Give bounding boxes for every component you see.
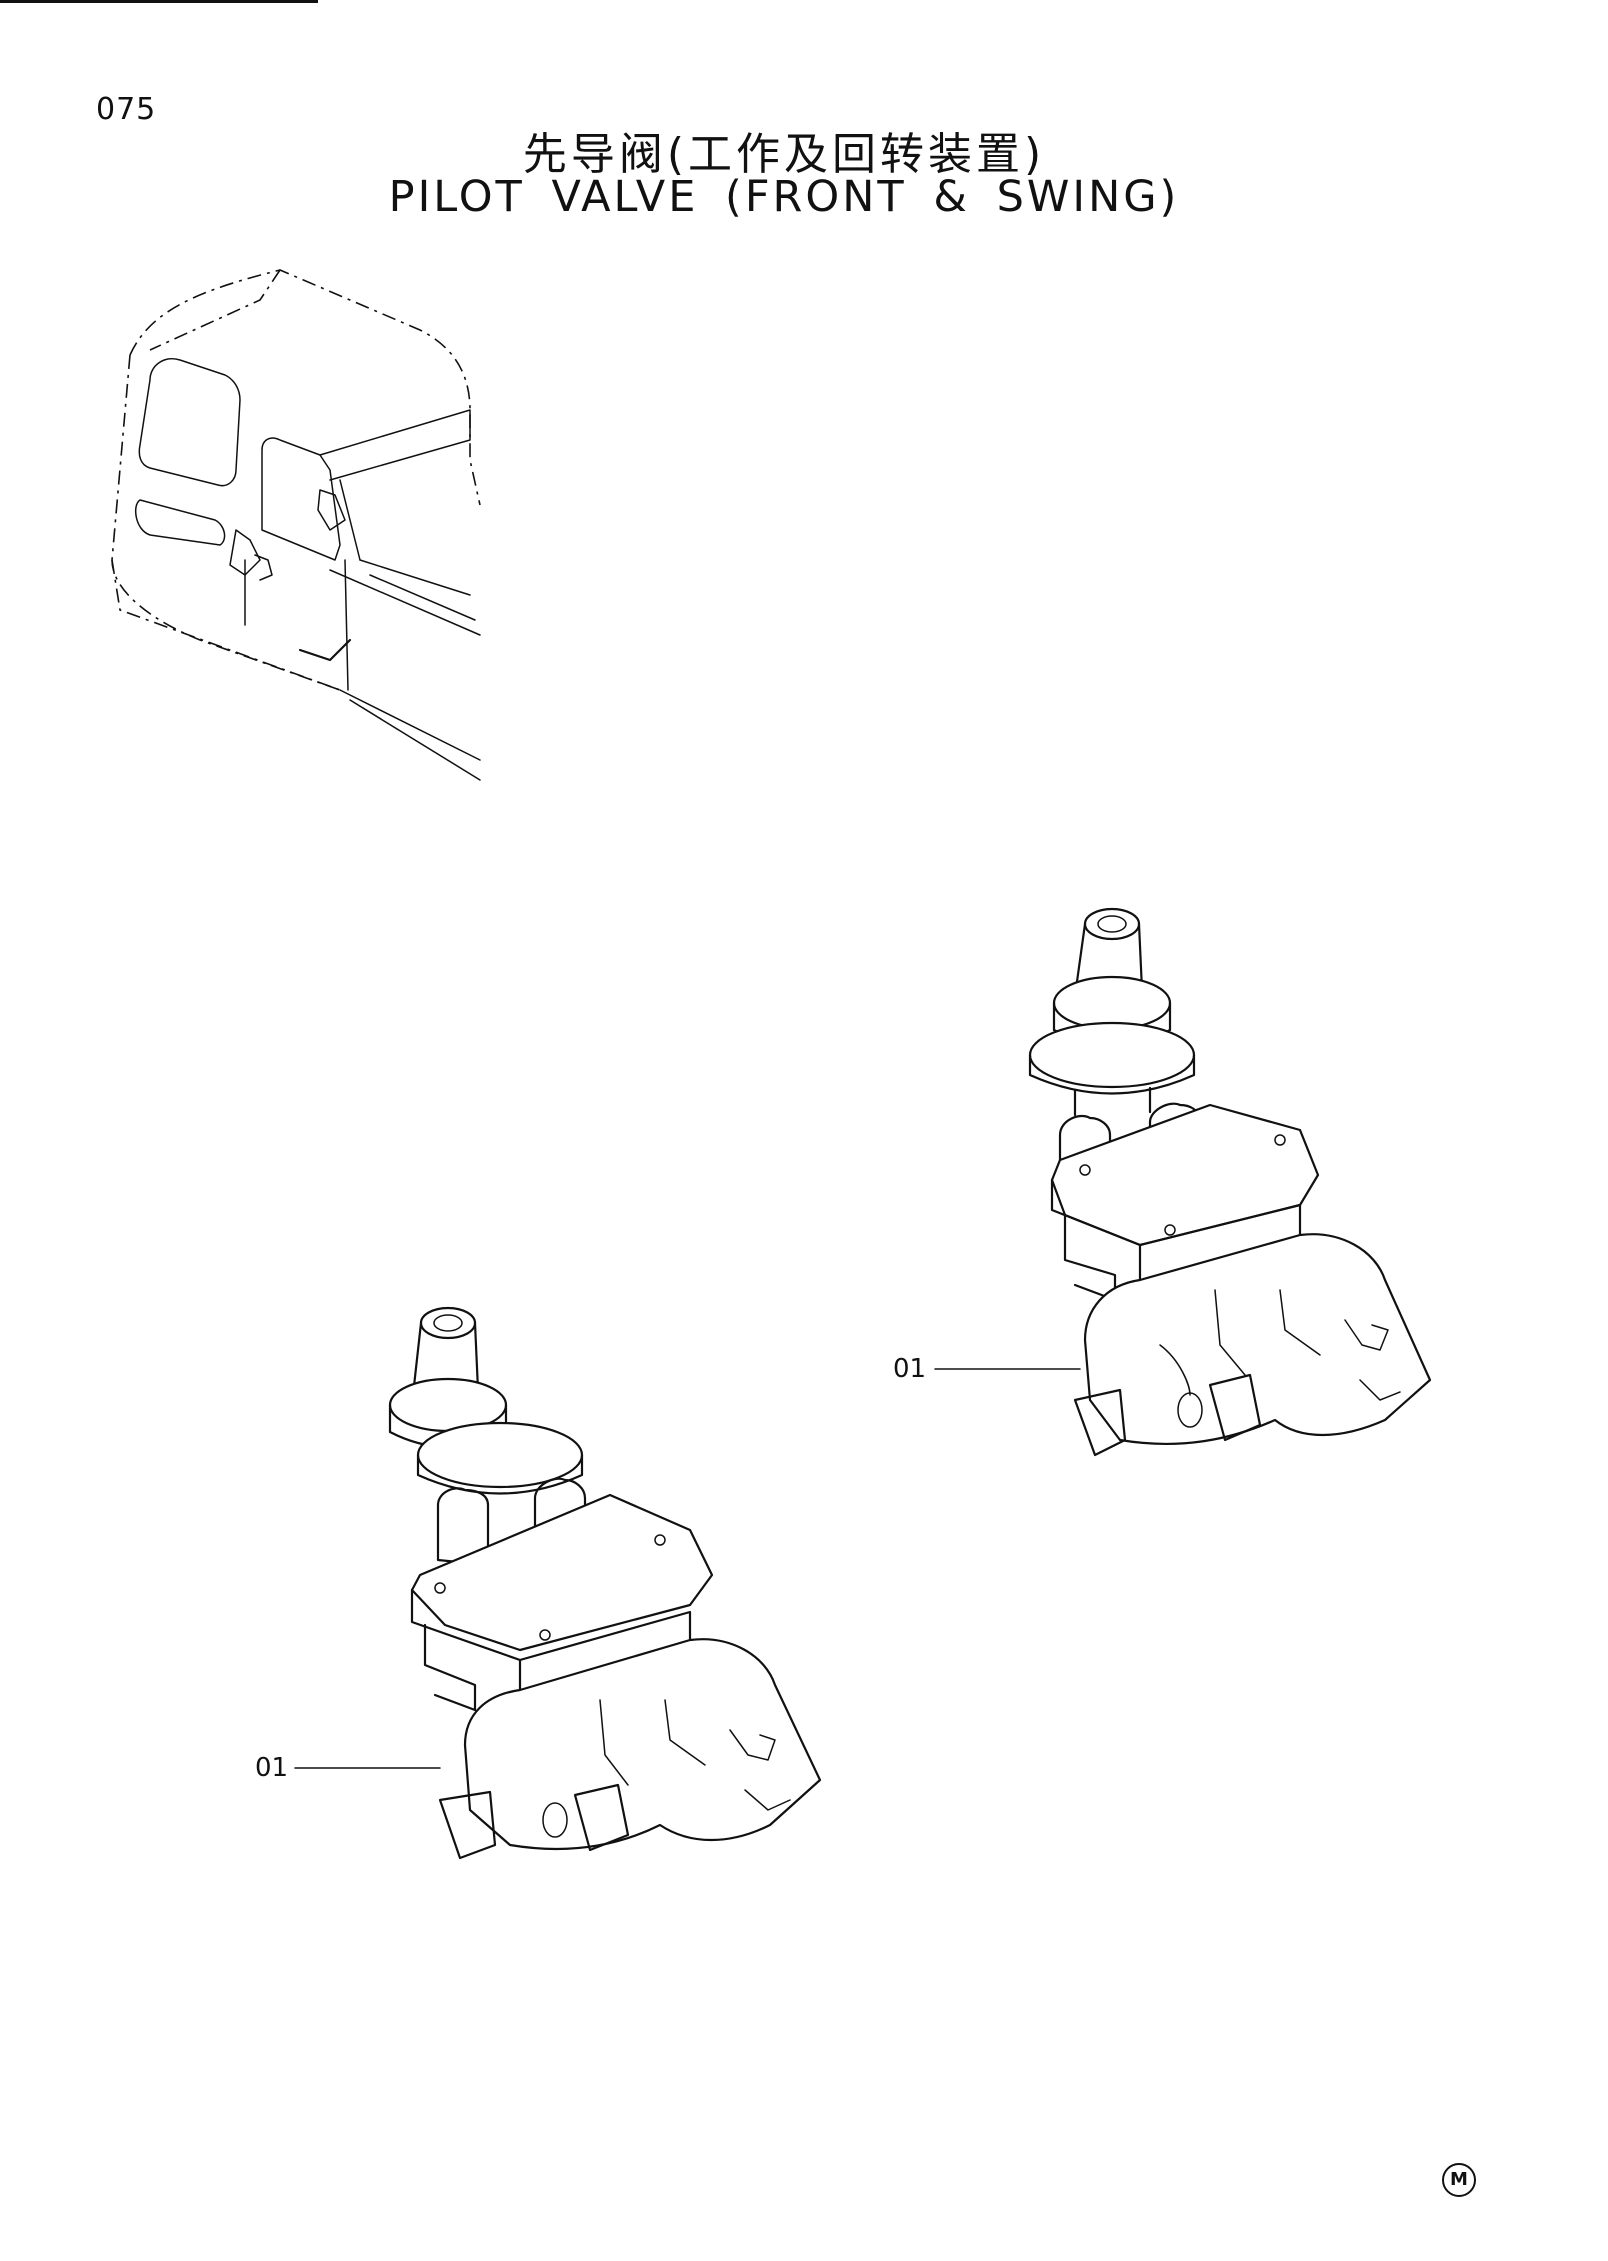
callout-label-right: 01 [893,1354,927,1384]
page-title-chinese: 先导阀(工作及回转装置) [522,129,1046,180]
cab-location-illustration [111,269,481,781]
top-rule [0,0,318,3]
pilot-valve-right [1028,907,1432,1457]
pilot-valve-left [388,1306,822,1860]
circled-m-mark: M [1442,2163,1476,2197]
callout-label-left: 01 [255,1753,289,1783]
page-title-english: PILOT VALVE (FRONT & SWING) [388,172,1180,222]
page-number: 075 [96,92,157,127]
